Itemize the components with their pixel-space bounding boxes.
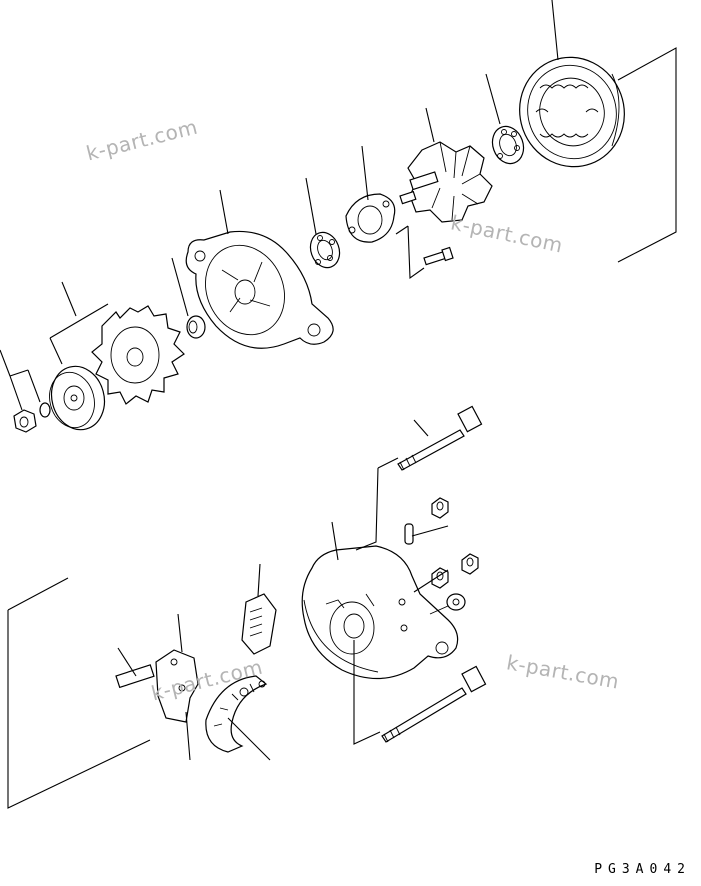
spacer-collar-icon xyxy=(186,315,206,339)
brush-holder-icon xyxy=(241,593,277,655)
rotor-icon xyxy=(399,141,493,223)
lock-washer-icon xyxy=(39,402,51,418)
front-bearing-icon xyxy=(309,231,341,269)
through-bolt-icon xyxy=(381,665,487,743)
pulley-nut-icon xyxy=(13,409,37,433)
terminal-pin-icon xyxy=(404,523,414,545)
through-bolt-icon xyxy=(397,405,483,471)
terminal-nut-icon xyxy=(431,497,449,519)
regulator-icon xyxy=(115,649,199,723)
pulley-icon xyxy=(49,365,106,431)
rear-bearing-icon xyxy=(491,125,525,165)
stator-icon xyxy=(519,56,625,168)
retainer-screw-icon xyxy=(423,246,454,266)
front-housing-icon xyxy=(185,230,334,349)
terminal-nut-icon xyxy=(461,553,479,575)
fan-icon xyxy=(91,305,185,405)
terminal-nut-icon xyxy=(446,593,466,611)
leader-lines xyxy=(0,0,677,809)
rear-housing-icon xyxy=(301,545,459,680)
bearing-retainer-icon xyxy=(345,193,396,243)
drawing-code: PG3A042 xyxy=(594,862,691,877)
